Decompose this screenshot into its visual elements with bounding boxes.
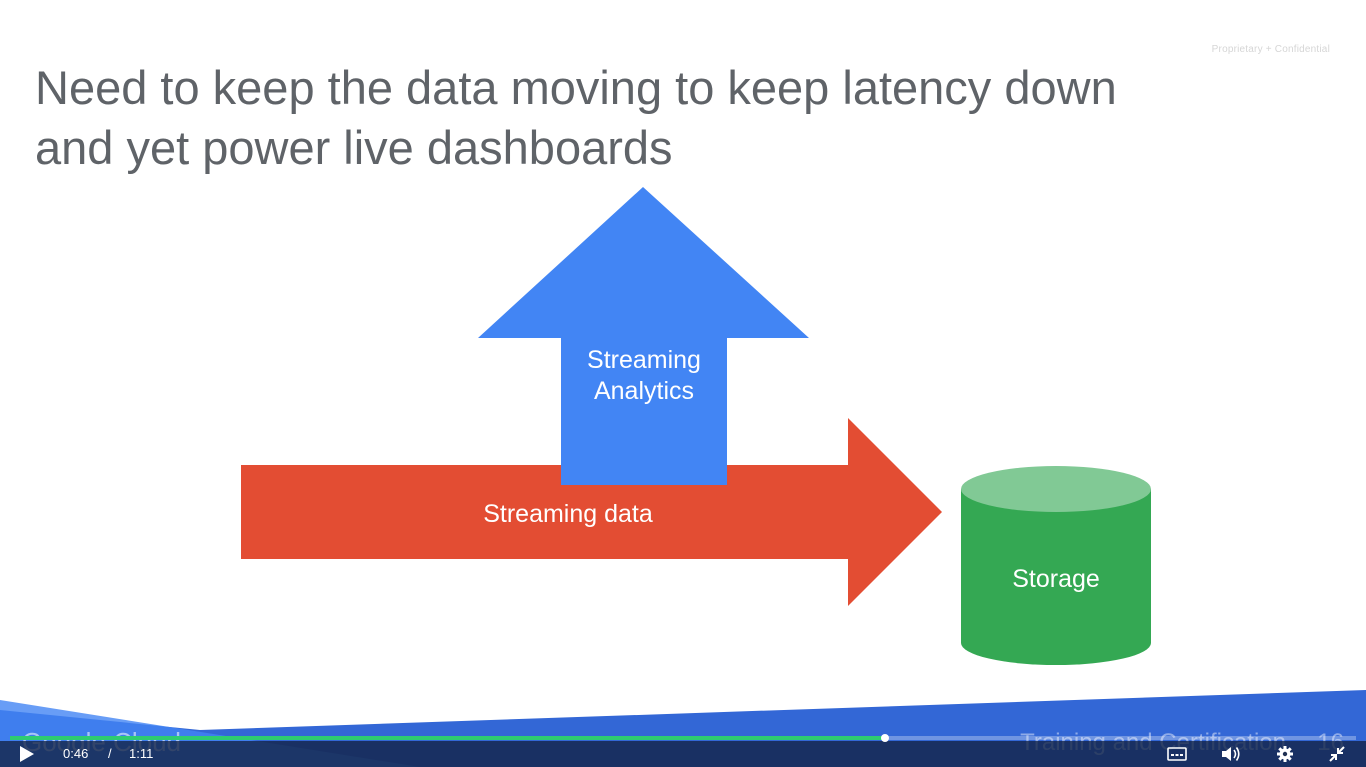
volume-button[interactable] xyxy=(1220,744,1242,764)
time-separator: / xyxy=(108,746,112,761)
streaming-analytics-arrow xyxy=(478,187,809,485)
settings-button[interactable] xyxy=(1274,744,1296,764)
captions-icon xyxy=(1167,747,1187,761)
exit-fullscreen-button[interactable] xyxy=(1326,744,1348,764)
confidential-label: Proprietary + Confidential xyxy=(1211,44,1330,55)
progress-bar[interactable] xyxy=(10,734,1356,742)
slide-title: Need to keep the data moving to keep lat… xyxy=(35,58,1215,178)
streaming-data-arrow xyxy=(241,418,942,606)
settings-icon xyxy=(1277,746,1293,762)
progress-fill xyxy=(10,736,885,740)
player-control-bar xyxy=(0,741,1366,767)
current-time: 0:46 xyxy=(63,746,89,761)
storage-cylinder xyxy=(961,466,1151,665)
storage-label: Storage xyxy=(1012,565,1100,593)
progress-handle[interactable] xyxy=(880,734,889,742)
volume-icon xyxy=(1222,747,1240,761)
slide-title-line-1: Need to keep the data moving to keep lat… xyxy=(35,61,1117,114)
streaming-data-label: Streaming data xyxy=(483,500,653,528)
duration: 1:11 xyxy=(129,746,154,761)
captions-button[interactable] xyxy=(1166,744,1188,764)
analytics-label-line-1: Streaming xyxy=(587,346,701,374)
exit-fullscreen-icon xyxy=(1329,746,1345,762)
slide-title-line-2: and yet power live dashboards xyxy=(35,121,673,174)
analytics-label-line-2: Analytics xyxy=(594,377,694,405)
play-button[interactable] xyxy=(16,744,38,764)
play-icon xyxy=(20,746,34,762)
